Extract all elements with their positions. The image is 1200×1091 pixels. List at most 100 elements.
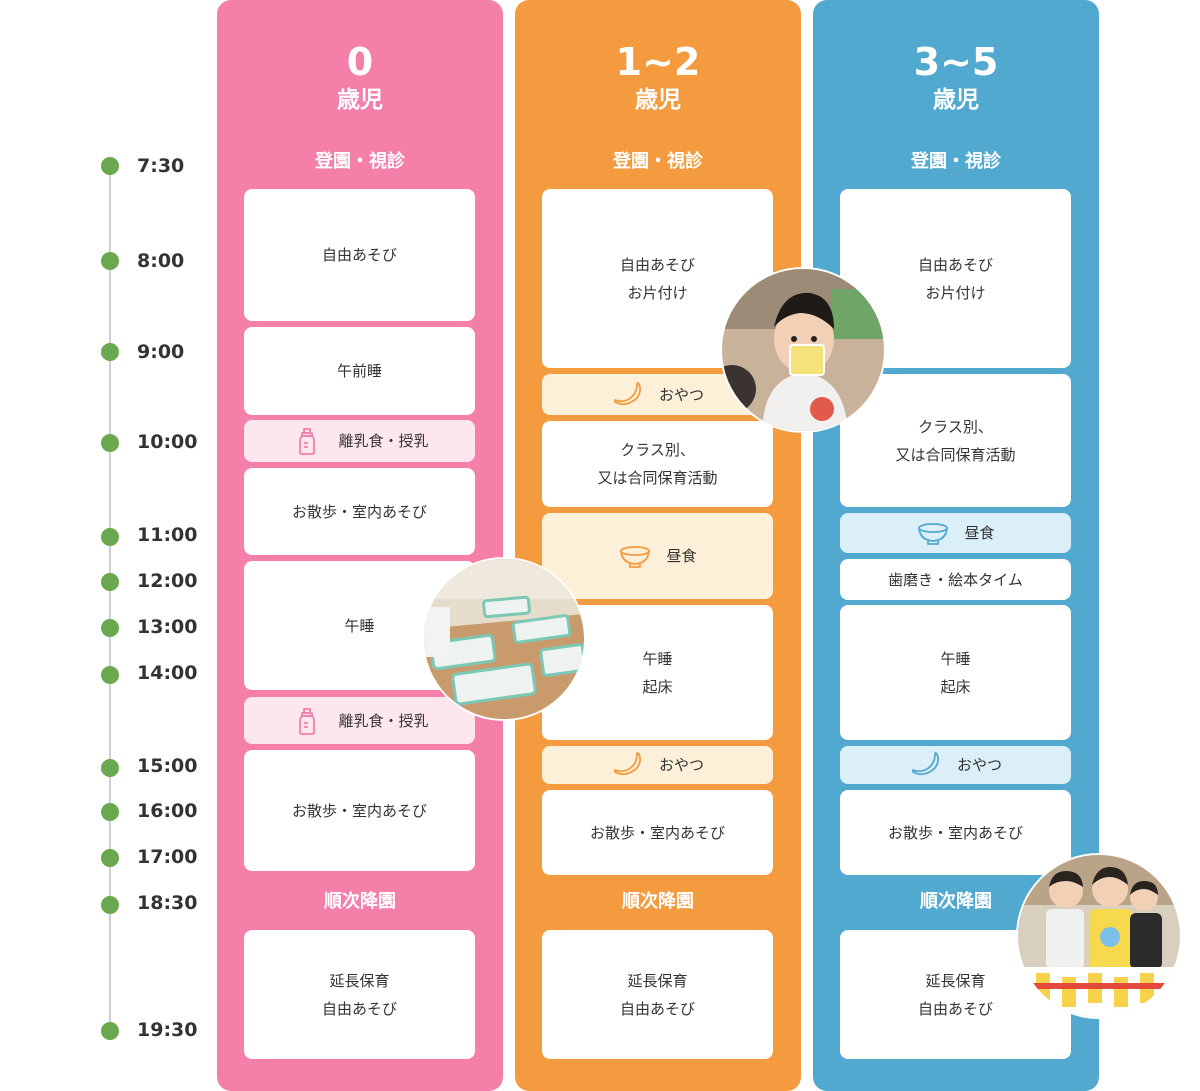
schedule-card: 自由あそび — [244, 189, 475, 321]
lunch-card: 昼食 — [840, 513, 1071, 553]
schedule-card: お散歩・室内あそび — [542, 790, 773, 875]
children-cheering-photo — [1016, 853, 1182, 1019]
timeline-dot — [101, 343, 119, 361]
card-line: クラス別、 — [918, 417, 993, 436]
schedule-card: クラス別、 又は合同保育活動 — [840, 374, 1071, 507]
column-age-number: 1~2 — [615, 40, 701, 84]
schedule-card: お散歩・室内あそび — [244, 468, 475, 555]
schedule-card: 延長保育 自由あそび — [542, 930, 773, 1059]
banana-icon — [614, 381, 642, 405]
card-line: お散歩・室内あそび — [887, 823, 1023, 842]
schedule-card: 延長保育 自由あそび — [244, 930, 475, 1059]
rice-bowl-icon — [918, 523, 949, 545]
child-eating-photo — [720, 267, 886, 433]
card-line: 午睡 — [642, 649, 673, 668]
timeline-dot — [101, 252, 119, 270]
card-line: クラス別、 — [620, 441, 695, 459]
card-line: 午睡 — [344, 616, 375, 635]
column-age-1-2: 1~2 歳児 登園・視診 自由あそび お片付け おやつ クラス別、 又は合同保育… — [515, 0, 801, 1091]
timeline-time: 14:00 — [137, 662, 198, 684]
card-line: お片付け — [925, 283, 986, 302]
snack-card: おやつ — [840, 746, 1071, 784]
nap-room-photo — [422, 557, 586, 721]
card-line: お散歩・室内あそび — [589, 823, 725, 842]
column-age-number: 0 — [346, 40, 374, 84]
card-line: おやつ — [658, 756, 704, 774]
card-line: 起床 — [940, 677, 971, 696]
card-line: 昼食 — [964, 524, 995, 542]
column-age-unit: 歳児 — [337, 87, 383, 113]
timeline-dot — [101, 528, 119, 546]
timeline-time: 18:30 — [137, 892, 198, 914]
card-line: 離乳食・授乳 — [338, 432, 429, 450]
banana-icon — [614, 751, 642, 776]
arrival-heading: 登園・視診 — [315, 151, 405, 172]
timeline-dot — [101, 896, 119, 914]
column-age-unit: 歳児 — [635, 87, 681, 113]
card-line: お散歩・室内あそび — [291, 502, 427, 521]
timeline-time: 9:00 — [137, 341, 185, 363]
meal-card: 離乳食・授乳 — [244, 420, 475, 462]
lunch-card: 昼食 — [542, 513, 773, 599]
column-age-unit: 歳児 — [933, 87, 979, 113]
timeline-dot — [101, 759, 119, 777]
card-line: 起床 — [642, 677, 673, 696]
card-line: 午睡 — [940, 649, 971, 668]
timeline-dot — [101, 434, 119, 452]
snack-card: おやつ — [542, 746, 773, 784]
card-line: おやつ — [658, 385, 704, 404]
timeline-time: 7:30 — [137, 155, 185, 177]
card-line: 昼食 — [666, 547, 697, 565]
departure-heading: 順次降園 — [622, 891, 694, 912]
card-line: 自由あそび — [619, 255, 695, 274]
timeline-dot — [101, 666, 119, 684]
banana-icon — [912, 751, 940, 776]
card-line: 自由あそび — [917, 255, 993, 274]
departure-heading: 順次降園 — [324, 891, 396, 912]
schedule-card: 午前睡 — [244, 327, 475, 415]
schedule-card: 自由あそび お片付け — [840, 189, 1071, 368]
timeline-time: 12:00 — [137, 570, 198, 592]
timeline-time: 13:00 — [137, 616, 198, 638]
card-line: お散歩・室内あそび — [291, 801, 427, 820]
baby-bottle-icon — [299, 707, 316, 735]
card-line: 自由あそび — [917, 999, 993, 1018]
arrival-heading: 登園・視診 — [911, 151, 1001, 172]
timeline-time: 19:30 — [137, 1019, 198, 1041]
card-line: 延長保育 — [925, 971, 986, 990]
column-age-number: 3~5 — [913, 40, 999, 84]
card-line: 又は合同保育活動 — [597, 469, 718, 487]
timeline-dot — [101, 619, 119, 637]
card-line: 延長保育 — [627, 971, 688, 990]
card-line: おやつ — [956, 756, 1002, 774]
timeline-dot — [101, 157, 119, 175]
schedule-card: 午睡 起床 — [840, 605, 1071, 740]
card-line: 延長保育 — [329, 971, 390, 990]
card-line: 自由あそび — [321, 999, 397, 1018]
timeline-time: 10:00 — [137, 431, 198, 453]
timeline-time: 15:00 — [137, 755, 198, 777]
rice-bowl-icon — [620, 546, 651, 568]
card-line: お片付け — [627, 283, 688, 302]
schedule-card: お散歩・室内あそび — [244, 750, 475, 871]
timeline-time: 17:00 — [137, 846, 198, 868]
column-age-0: 0 歳児 登園・視診 自由あそび 午前睡 離乳食・授乳 お散歩・室内あそび 午睡 — [217, 0, 503, 1091]
meal-card: 離乳食・授乳 — [244, 697, 475, 744]
timeline-time: 11:00 — [137, 524, 198, 546]
card-line: 歯磨き・絵本タイム — [888, 570, 1023, 589]
timeline-dot — [101, 849, 119, 867]
baby-bottle-icon — [299, 428, 316, 455]
card-line: 午前睡 — [336, 362, 382, 380]
card-line: 自由あそび — [619, 999, 695, 1018]
schedule-card: お散歩・室内あそび — [840, 790, 1071, 875]
schedule-card: クラス別、 又は合同保育活動 — [542, 421, 773, 507]
schedule-card: 歯磨き・絵本タイム — [840, 559, 1071, 600]
departure-heading: 順次降園 — [920, 891, 992, 912]
card-line: 自由あそび — [321, 246, 397, 264]
timeline-line — [109, 165, 111, 1031]
timeline-dot — [101, 573, 119, 591]
card-line: 又は合同保育活動 — [895, 445, 1016, 464]
card-line: 離乳食・授乳 — [338, 711, 429, 730]
timeline-time: 16:00 — [137, 800, 198, 822]
timeline-dot — [101, 803, 119, 821]
